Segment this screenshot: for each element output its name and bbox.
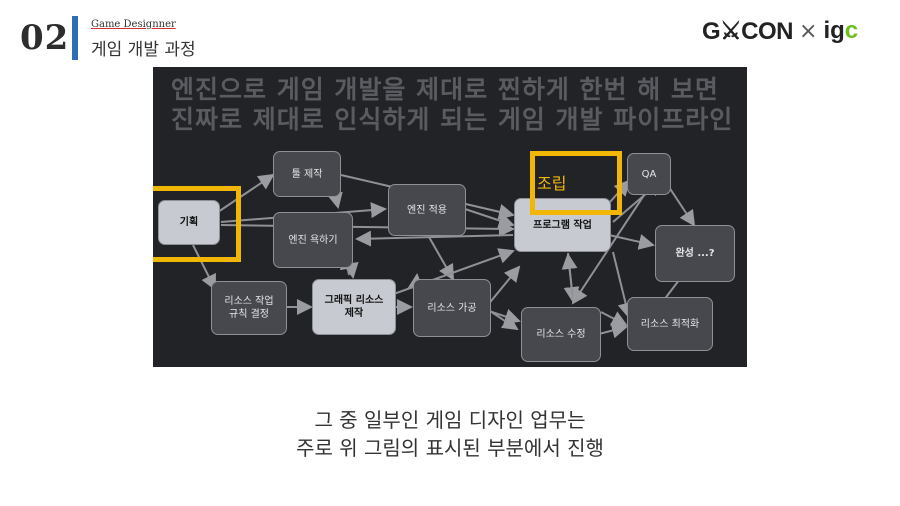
caption-line-1: 그 중 일부인 게임 디자인 업무는 bbox=[314, 408, 586, 432]
node-planning: 기획 bbox=[158, 200, 220, 245]
node-engine-apply: 엔진 적용 bbox=[388, 184, 466, 236]
section-subtitle: Game Designner bbox=[91, 19, 176, 30]
caption-line-2: 주로 위 그림의 표시된 부분에서 진행 bbox=[296, 436, 604, 460]
event-logo: G⚔CON × igc bbox=[702, 14, 858, 48]
node-resource-process: 리소스 가공 bbox=[413, 279, 491, 337]
node-engine-curse: 엔진 욕하기 bbox=[273, 212, 353, 268]
node-qa: QA bbox=[627, 153, 671, 195]
highlight-box-planning bbox=[153, 186, 241, 262]
slide-title: 엔진으로 게임 개발을 제대로 찐하게 한번 해 보면 진짜로 제대로 인식하게… bbox=[171, 75, 734, 134]
highlight-box-assembly bbox=[530, 151, 622, 215]
logo-separator: × bbox=[799, 18, 818, 44]
igc-logo: igc bbox=[823, 17, 859, 44]
node-resource-edit: 리소스 수정 bbox=[521, 307, 601, 362]
section-title: 게임 개발 과정 bbox=[91, 40, 196, 60]
node-resource-rules: 리소스 작업 규칙 결정 bbox=[211, 281, 287, 335]
node-resource-opt: 리소스 최적화 bbox=[627, 297, 713, 351]
assembly-label: 조립 bbox=[537, 174, 567, 193]
gcon-logo: G⚔CON bbox=[702, 17, 794, 45]
accent-bar bbox=[72, 16, 78, 60]
node-tool: 툴 제작 bbox=[273, 151, 341, 197]
node-complete: 완성 ...? bbox=[655, 225, 735, 282]
section-number: 02 bbox=[20, 18, 70, 58]
node-graphic-resource: 그래픽 리소스 제작 bbox=[312, 279, 396, 335]
pipeline-slide: 엔진으로 게임 개발을 제대로 찐하게 한번 해 보면 진짜로 제대로 인식하게… bbox=[153, 67, 747, 367]
